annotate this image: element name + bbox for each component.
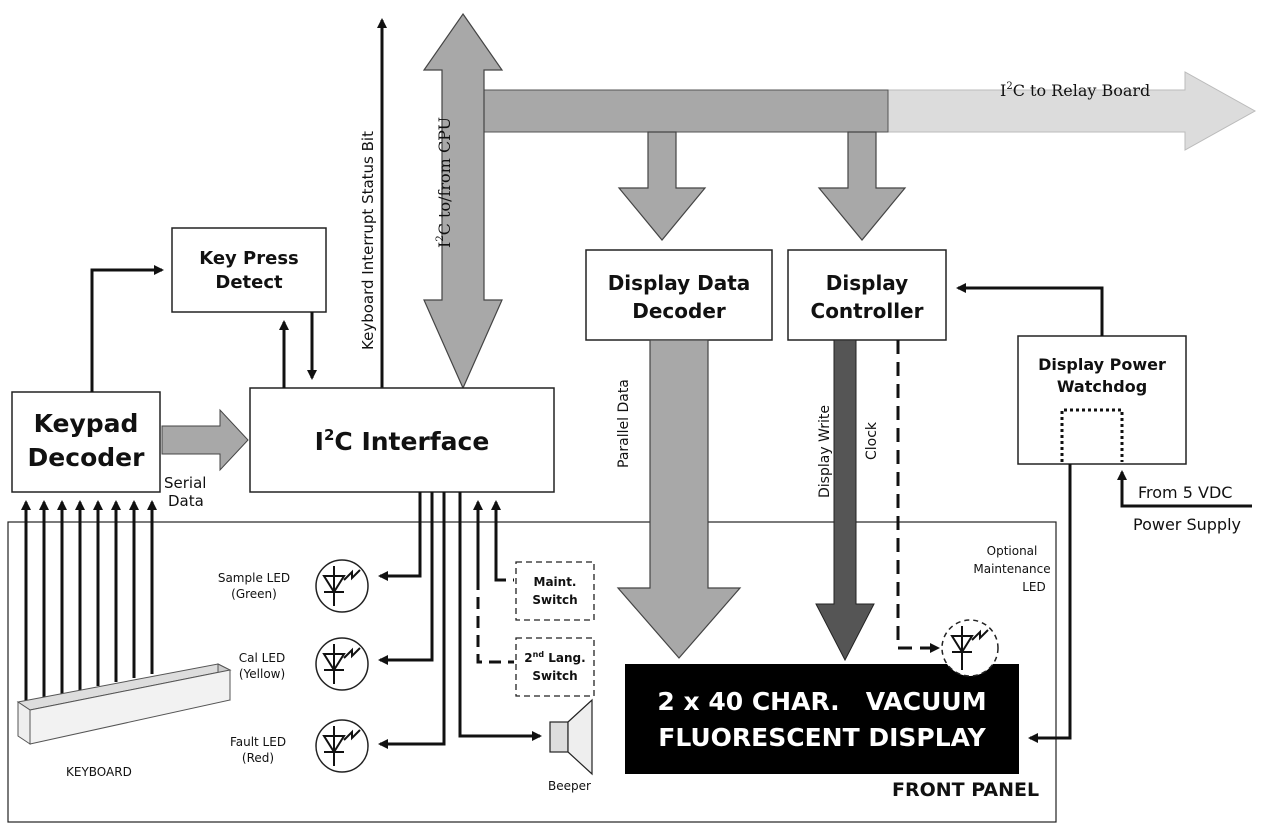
optional-led-line2: Maintenance [973, 562, 1050, 576]
cal-led-line2: (Yellow) [239, 667, 285, 681]
beeper-icon: Beeper [548, 698, 593, 793]
clock-dashed-line [896, 340, 940, 653]
fault-led: Fault LED (Red) [230, 719, 369, 773]
sample-led: Sample LED (Green) [218, 559, 369, 613]
i2c-cpu-label: I2C to/from CPU [435, 117, 454, 248]
sample-led-line2: (Green) [231, 587, 277, 601]
i2c-bus [422, 12, 1257, 390]
beeper-label: Beeper [548, 779, 591, 793]
bus-to-controller [817, 131, 907, 241]
lang-switch: 2nd Lang. Switch [515, 637, 595, 697]
front-panel-outline [7, 521, 1057, 823]
optional-maintenance-led: Optional Maintenance LED [941, 544, 1051, 677]
fault-led-line1: Fault LED [230, 735, 286, 749]
cal-led: Cal LED (Yellow) [239, 637, 369, 691]
vfd-line2: FLUORESCENT DISPLAY [658, 723, 986, 752]
keypad-decoder-block: Keypad Decoder [11, 391, 161, 493]
display-power-watchdog-block: Display Power Watchdog [1017, 335, 1187, 465]
watchdog-line2: Watchdog [1057, 377, 1147, 396]
i2c-relay-arrow [879, 71, 1257, 151]
sample-led-line1: Sample LED [218, 571, 290, 585]
display-write-label: Display Write [817, 405, 833, 498]
display-data-decoder-line1: Display Data [608, 271, 751, 295]
front-panel-label: FRONT PANEL [892, 779, 1039, 801]
display-controller-block: Display Controller [787, 249, 947, 341]
keyboard-interrupt-label: Keyboard Interrupt Status Bit [359, 131, 377, 350]
display-controller-line1: Display [826, 271, 908, 295]
keypad-decoder-line2: Decoder [28, 443, 146, 472]
clock-label: Clock [864, 421, 880, 460]
serial-data-line1: Serial [164, 474, 206, 492]
i2c-relay-label: I2C to Relay Board [1000, 81, 1150, 100]
keyboard-lines [21, 500, 157, 702]
power-supply-label: Power Supply [1133, 515, 1241, 534]
i2c-bus-horizontal [441, 89, 889, 133]
lang-switch-line2: Switch [532, 669, 577, 683]
beeper-line [458, 492, 542, 741]
led-drive-lines [378, 492, 446, 749]
keypad-decoder-line1: Keypad [34, 409, 139, 438]
parallel-data-arrow [616, 339, 742, 659]
watchdog-dotted-loop [1060, 408, 1124, 462]
from-5vdc-label: From 5 VDC [1138, 483, 1232, 502]
watchdog-to-controller-line [956, 283, 1104, 336]
switch-lines [473, 500, 514, 664]
maint-switch: Maint. Switch [515, 561, 595, 621]
key-press-detect-line2: Detect [215, 272, 283, 293]
i2c-interface-label: I2C Interface [315, 426, 490, 456]
display-data-decoder-line2: Decoder [632, 299, 726, 323]
bus-to-data-decoder [617, 131, 707, 241]
vfd-line1: 2 x 40 CHAR. VACUUM [657, 687, 986, 716]
maint-switch-line2: Switch [532, 593, 577, 607]
display-write-arrow [815, 339, 875, 662]
watchdog-to-vfd-line [1028, 464, 1072, 743]
fault-led-line2: (Red) [242, 751, 274, 765]
parallel-data-label: Parallel Data [616, 379, 632, 468]
key-press-detect-block: Key Press Detect [171, 227, 327, 313]
display-controller-line2: Controller [811, 299, 924, 323]
optional-led-line3: LED [1022, 580, 1046, 594]
key-press-detect-line1: Key Press [199, 248, 299, 269]
decoder-to-keypress-line [90, 265, 164, 392]
watchdog-line1: Display Power [1038, 355, 1166, 374]
maint-switch-line1: Maint. [534, 575, 577, 589]
serial-data-arrow [161, 408, 249, 472]
display-data-decoder-block: Display Data Decoder [585, 249, 773, 341]
power-supply-line [1117, 470, 1252, 508]
vfd-display: 2 x 40 CHAR. VACUUM FLUORESCENT DISPLAY [625, 664, 1019, 774]
i2c-interface-block: I2C Interface [249, 387, 555, 493]
keyboard-label: KEYBOARD [66, 765, 132, 779]
lang-switch-line1: 2nd Lang. [524, 650, 585, 665]
optional-led-line1: Optional [987, 544, 1038, 558]
serial-data-line2: Data [168, 492, 204, 510]
cal-led-line1: Cal LED [239, 651, 285, 665]
keyboard: KEYBOARD [16, 663, 232, 779]
